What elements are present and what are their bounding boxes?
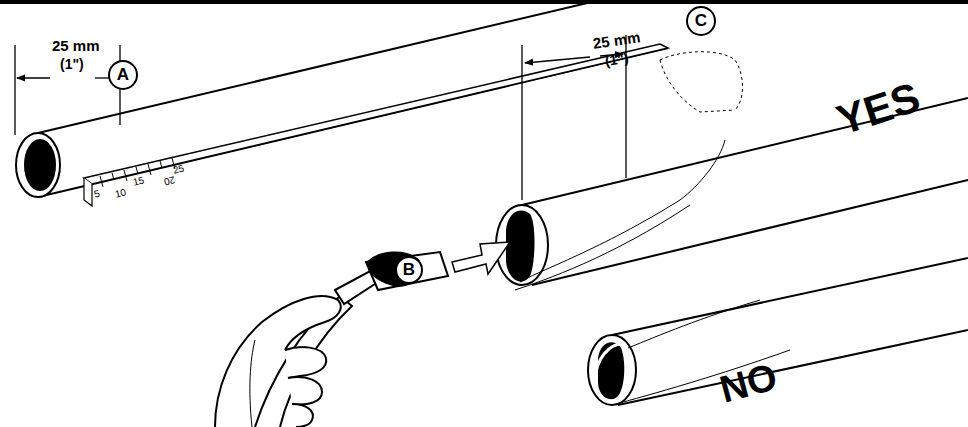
dimension-text: (1") — [604, 51, 629, 68]
scale-mark: 20 — [163, 174, 176, 186]
insert-arrow — [452, 242, 510, 274]
top-rule — [0, 0, 968, 4]
callout-circle: C — [686, 6, 716, 36]
dimension-a — [15, 45, 120, 135]
dimension-text: 25 mm — [592, 29, 641, 50]
callout-letter: C — [695, 11, 707, 31]
callout-letter: A — [117, 65, 129, 85]
scale-mark: 15 — [132, 175, 145, 187]
hand — [215, 296, 341, 427]
callout-letter: B — [403, 260, 415, 280]
tube-a — [16, 0, 668, 206]
callout-circle: B — [395, 256, 423, 284]
yes-label: YES — [832, 76, 925, 142]
scale-mark: 10 — [114, 187, 127, 199]
callout-circle: A — [108, 60, 138, 90]
scale-mark: 25 — [172, 163, 185, 175]
scale-mark: 5 — [93, 189, 101, 200]
dimension-text: (1") — [60, 57, 84, 71]
no-label: NO — [716, 357, 781, 408]
dimension-text: 25 mm — [52, 38, 100, 53]
tube-yes — [496, 52, 968, 290]
